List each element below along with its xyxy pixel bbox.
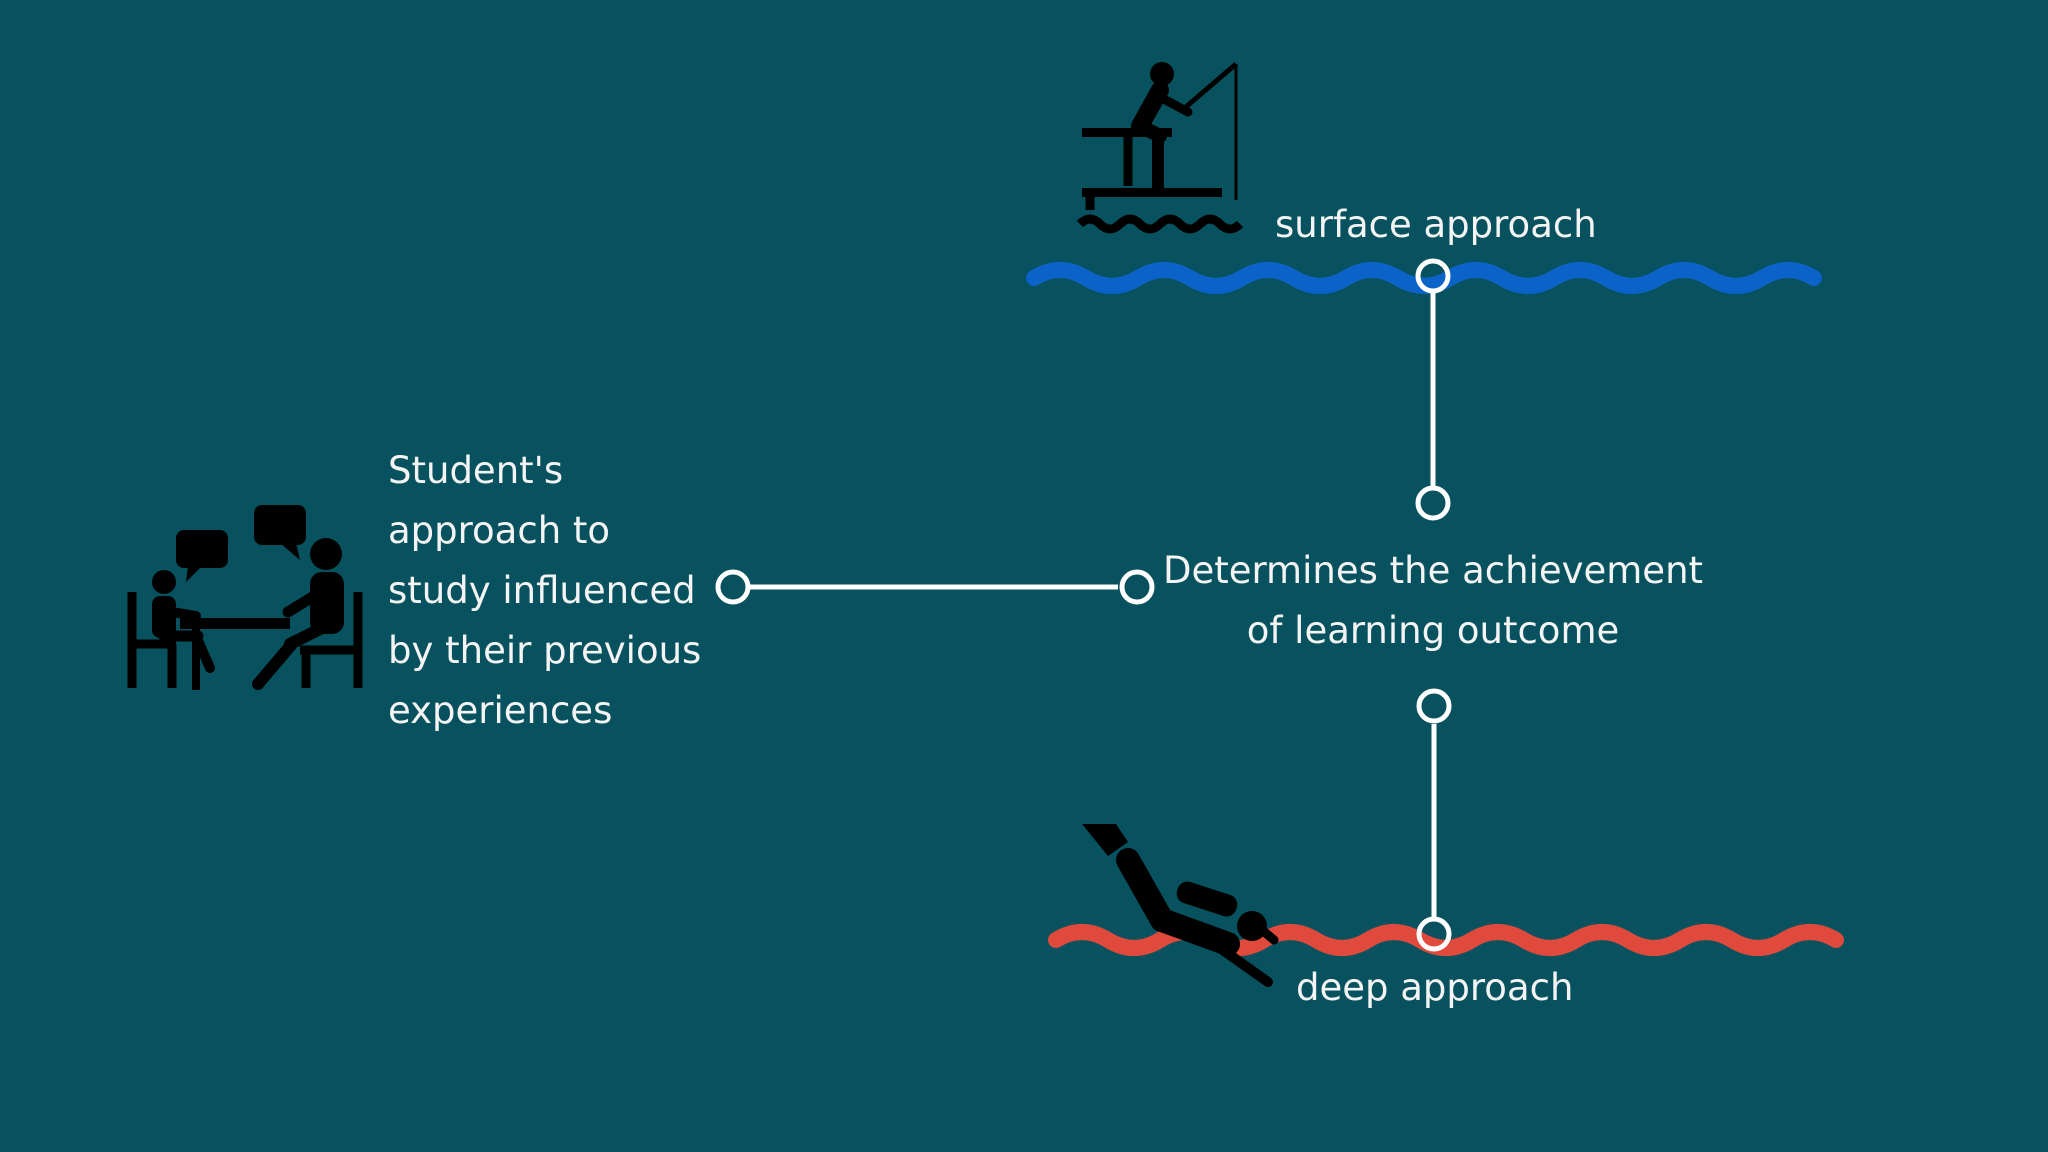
two-people-talking-at-table-icon bbox=[127, 505, 363, 690]
center-left-node bbox=[1119, 569, 1155, 605]
center-bottom-node bbox=[1416, 688, 1452, 724]
scuba-diver-icon bbox=[1082, 824, 1279, 987]
outcome-text: Determines the achievement of learning o… bbox=[1150, 541, 1716, 661]
surface-wave bbox=[1026, 262, 1822, 294]
deep-node bbox=[1416, 916, 1452, 952]
person-fishing-on-pier-icon bbox=[1076, 62, 1244, 234]
student-text-line: study influenced bbox=[388, 569, 696, 612]
student-node bbox=[715, 569, 751, 605]
student-text-line: experiences bbox=[388, 689, 613, 732]
outcome-text-line: of learning outcome bbox=[1246, 609, 1620, 652]
student-text-line: Student's bbox=[388, 449, 564, 492]
student-approach-text: Student's approach to study influenced b… bbox=[388, 441, 728, 741]
connector-nodes bbox=[715, 258, 1452, 952]
connectors bbox=[745, 291, 1437, 919]
outcome-text-line: Determines the achievement bbox=[1162, 549, 1704, 592]
surface-approach-label: surface approach bbox=[1275, 203, 1597, 246]
deep-approach-label: deep approach bbox=[1296, 966, 1574, 1009]
student-text-line: approach to bbox=[388, 509, 611, 552]
center-top-node bbox=[1415, 485, 1451, 521]
student-text-line: by their previous bbox=[388, 629, 702, 672]
surface-node bbox=[1415, 258, 1451, 294]
